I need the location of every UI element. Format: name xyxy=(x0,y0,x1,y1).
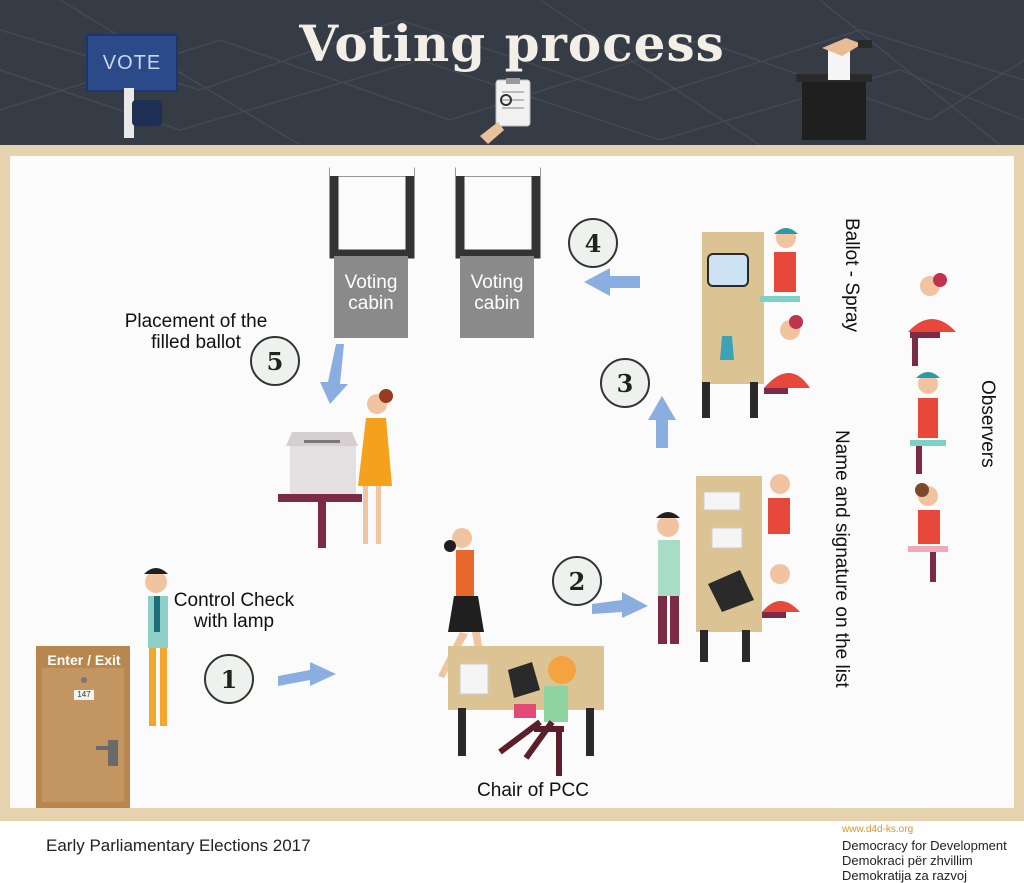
header-band: VOTE Voting process xyxy=(0,0,1024,145)
voting-cabin-2 xyxy=(455,166,541,338)
step-label-2: Name and signature on the list xyxy=(831,430,852,688)
observers-label: Observers xyxy=(977,380,998,468)
voting-cabin-1 xyxy=(329,166,415,338)
step-label-5: Placement of the filled ballot xyxy=(124,311,268,353)
arrow-step-1 xyxy=(278,662,336,686)
voter-man xyxy=(656,512,680,644)
ballot-box xyxy=(278,432,362,548)
arrows xyxy=(278,268,676,686)
entrance-door xyxy=(36,646,130,808)
step-circle-3: 3 xyxy=(600,358,650,408)
footer-caption: Early Parliamentary Elections 2017 xyxy=(46,836,311,855)
clipboard-icon xyxy=(480,78,531,144)
arrow-step-3 xyxy=(648,396,676,448)
list-table xyxy=(696,474,800,662)
door-label: Enter / Exit xyxy=(47,652,121,668)
voter-woman xyxy=(358,389,393,544)
hand-icon xyxy=(132,100,162,126)
ballot-box-icon xyxy=(796,38,872,140)
step-circle-1: 1 xyxy=(204,654,254,704)
arrow-step-2 xyxy=(592,592,648,618)
step-label-3: Ballot - Spray xyxy=(841,218,862,333)
org-name-2: Demokraci për zhvillim xyxy=(842,853,973,868)
voting-cabin-label-1: Voting cabin xyxy=(344,272,398,314)
chair-label: Chair of PCC xyxy=(477,780,589,801)
org-name-1: Democracy for Development xyxy=(842,838,1007,853)
arrow-step-5 xyxy=(320,344,348,404)
observers xyxy=(908,273,956,582)
step-circle-5: 5 xyxy=(250,336,300,386)
ballot-table xyxy=(702,228,810,418)
entrance-man xyxy=(144,568,168,726)
vote-sign-stick xyxy=(124,88,134,138)
chair-table xyxy=(448,646,604,776)
page-title: Voting process xyxy=(299,14,725,73)
arrow-step-4 xyxy=(584,268,640,296)
step-label-1: Control Check with lamp xyxy=(173,590,295,632)
org-website: www.d4d-ks.org xyxy=(842,824,914,835)
footer xyxy=(0,821,1024,883)
door-number: 147 xyxy=(77,690,91,699)
voting-cabin-label-2: Voting cabin xyxy=(470,272,524,314)
vote-sign-text: VOTE xyxy=(102,52,162,74)
step-circle-4: 4 xyxy=(568,218,618,268)
step-circle-2: 2 xyxy=(552,556,602,606)
org-name-3: Demokratija za razvoj xyxy=(842,868,967,883)
